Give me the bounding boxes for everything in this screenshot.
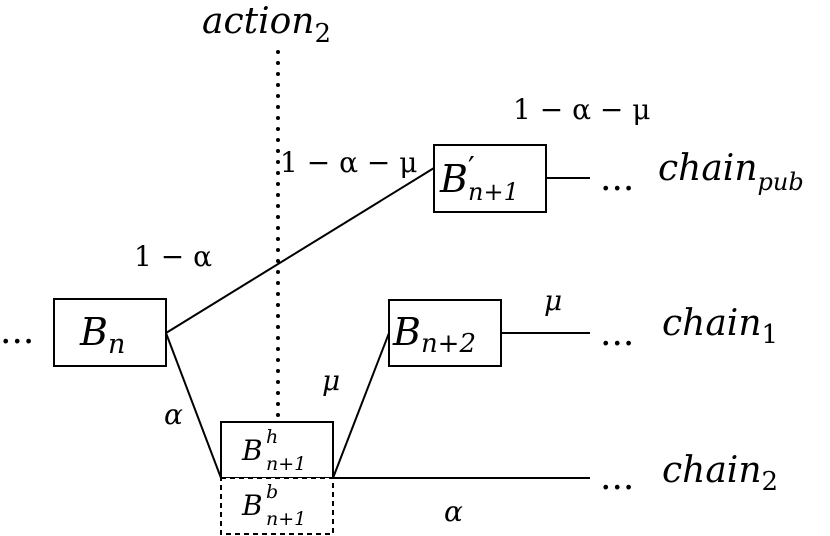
chain1-ellipsis: ... [600,313,634,354]
node-bprime-box [433,144,547,213]
node-bprime-label: B′n+1 [439,151,519,206]
label-mu-right: μ [544,284,562,317]
chainpub-ellipsis: ... [600,158,634,199]
node-bn-label: Bn [79,310,125,360]
edge-bn-to-bh [165,332,222,479]
label-one-minus-alpha: 1 − α [134,240,212,273]
node-bn-box [53,298,167,367]
chain-pub-label: chainpub [658,148,804,196]
label-one-minus-alpha-mu-outer: 1 − α − μ [513,93,650,126]
edge-bn-to-bprime [165,167,435,334]
chain-1-label: chain1 [662,303,778,350]
action-label: action2 [202,1,331,49]
label-alpha-down: α [164,398,183,431]
node-bh-box [220,421,334,479]
label-one-minus-alpha-mu-inner: 1 − α − μ [280,146,417,179]
node-bb-box [220,477,334,535]
label-mu-up: μ [322,364,340,397]
edge-bh-to-bn2 [332,332,390,479]
node-bn2-box [388,299,502,367]
chain-2-label: chain2 [662,450,778,497]
leading-ellipsis: ... [0,311,34,352]
chain2-ellipsis: ... [600,457,634,498]
node-bn2-label: Bn+2 [392,310,476,359]
label-alpha-bottom: α [444,495,463,528]
